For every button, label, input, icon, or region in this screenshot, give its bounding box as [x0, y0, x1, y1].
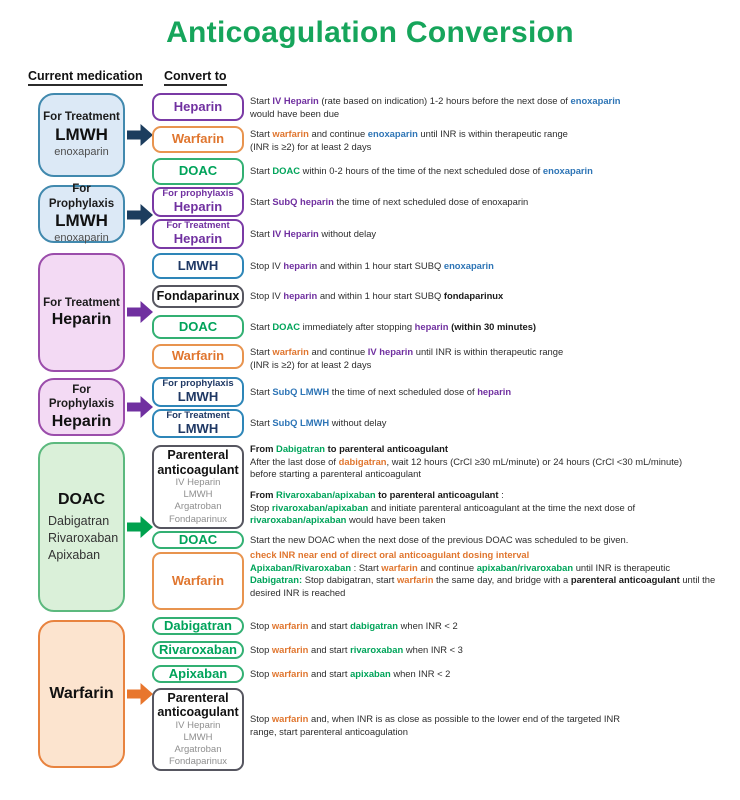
convert-box-label: DOAC — [178, 531, 218, 547]
convert-box-fondaparinux: Fondaparinux — [152, 285, 244, 308]
source-box-drug: enoxaparin — [54, 232, 109, 245]
convert-box-rivaroxaban: Rivaroxaban — [152, 641, 244, 659]
source-box-drug-list: Dabigatran Rivaroxaban Apixaban — [40, 513, 123, 564]
column-header-current-medication: Current medication — [28, 69, 143, 86]
convert-box-warfarin: Warfarin — [152, 552, 244, 610]
conversion-instruction: From Dabigatran to parenteral anticoagul… — [250, 443, 683, 526]
source-box-qualifier: For Prophylaxis — [48, 183, 115, 210]
convert-box-label: Warfarin — [171, 131, 225, 147]
convert-box-lmwh-treatment: For Treatment LMWH — [152, 409, 244, 438]
parenteral-drug: LMWH — [183, 731, 213, 743]
convert-box-label: LMWH — [177, 388, 219, 404]
source-box-qualifier: For Treatment — [43, 296, 120, 309]
parenteral-drug: Fondaparinux — [168, 756, 228, 768]
conversion-instruction: Start DOAC immediately after stopping he… — [250, 321, 537, 332]
conversion-instruction: Stop IV heparin and within 1 hour start … — [250, 260, 494, 271]
conversion-instruction: Start DOAC within 0-2 hours of the time … — [250, 165, 593, 176]
convert-box-warfarin: Warfarin — [152, 126, 244, 153]
convert-box-label: Rivaroxaban — [158, 641, 238, 657]
convert-box-warfarin: Warfarin — [152, 344, 244, 369]
convert-box-heparin-treatment: For Treatment Heparin — [152, 219, 244, 249]
parenteral-drug: Fondaparinux — [168, 513, 228, 525]
convert-box-label: Heparin — [173, 198, 223, 214]
conversion-instruction: Stop warfarin and start rivaroxaban when… — [250, 644, 463, 655]
source-box-qualifier: For Treatment — [43, 111, 120, 124]
arrow-right-icon — [127, 682, 153, 706]
conversion-instruction: Stop warfarin and, when INR is as close … — [250, 713, 621, 737]
source-box-warfarin: Warfarin — [38, 620, 125, 768]
arrow-right-icon — [127, 515, 153, 539]
convert-box-parenteral-anticoagulant: Parenteral anticoagulant IV Heparin LMWH… — [152, 688, 244, 771]
conversion-instruction: Start IV Heparin without delay — [250, 228, 377, 239]
convert-box-qualifier: For prophylaxis — [162, 378, 234, 390]
conversion-instruction: Stop warfarin and start apixaban when IN… — [250, 668, 451, 679]
convert-box-label: Warfarin — [171, 348, 225, 364]
convert-box-label: LMWH — [177, 257, 219, 273]
conversion-instruction: Stop IV heparin and within 1 hour start … — [250, 290, 504, 301]
source-box-heparin-treatment: For Treatment Heparin — [38, 253, 125, 372]
arrow-right-icon — [127, 203, 153, 227]
convert-box-label: Heparin — [173, 230, 223, 246]
convert-box-doac: DOAC — [152, 315, 244, 339]
convert-box-parenteral-anticoagulant: Parenteral anticoagulant IV Heparin LMWH… — [152, 445, 244, 529]
convert-box-label: Warfarin — [171, 572, 225, 588]
conversion-instruction: check INR near end of direct oral antico… — [250, 549, 716, 599]
page-title: Anticoagulation Conversion — [166, 16, 574, 49]
conversion-instruction: Start SubQ LMWH the time of next schedul… — [250, 386, 512, 397]
source-box-label: Warfarin — [49, 685, 114, 703]
conversion-instruction: Start SubQ heparin the time of next sche… — [250, 196, 529, 207]
source-box-drug: enoxaparin — [54, 146, 109, 159]
parenteral-drug: LMWH — [183, 489, 213, 501]
convert-box-qualifier: For Treatment — [166, 220, 230, 232]
drug-name: Dabigatran — [48, 514, 110, 529]
convert-box-label: LMWH — [177, 420, 219, 436]
source-box-lmwh-prophylaxis: For Prophylaxis LMWH enoxaparin — [38, 183, 125, 245]
conversion-instruction: Start warfarin and continue IV heparin u… — [250, 346, 564, 370]
convert-box-doac: DOAC — [152, 158, 244, 185]
convert-box-lmwh-prophylaxis: For prophylaxis LMWH — [152, 377, 244, 407]
convert-box-dabigatran: Dabigatran — [152, 617, 244, 635]
arrow-right-icon — [127, 123, 153, 147]
conversion-instruction: Start the new DOAC when the next dose of… — [250, 534, 629, 545]
source-box-label: LMWH — [55, 211, 108, 231]
convert-box-label: DOAC — [178, 163, 218, 179]
parenteral-drug: Argatroban — [174, 501, 222, 513]
convert-box-heparin-prophylaxis: For prophylaxis Heparin — [152, 187, 244, 217]
conversion-instruction: Start warfarin and continue enoxaparin u… — [250, 128, 568, 152]
convert-box-qualifier: For Treatment — [166, 409, 230, 421]
convert-box-label: Parenteral anticoagulant — [157, 448, 239, 477]
source-box-qualifier: For Prophylaxis — [48, 384, 115, 411]
conversion-instruction: Stop warfarin and start dabigatran when … — [250, 620, 458, 631]
drug-name: Rivaroxaban — [48, 531, 119, 546]
convert-box-doac: DOAC — [152, 531, 244, 549]
convert-box-qualifier: For prophylaxis — [162, 188, 234, 200]
source-box-heparin-prophylaxis: For Prophylaxis Heparin — [38, 378, 125, 436]
source-box-label: Heparin — [51, 412, 112, 430]
convert-box-label: Heparin — [173, 98, 223, 114]
convert-box-lmwh: LMWH — [152, 253, 244, 279]
parenteral-drug: IV Heparin — [175, 477, 221, 489]
source-box-label: DOAC — [57, 491, 106, 509]
drug-name: Apixaban — [48, 548, 101, 563]
parenteral-drug: Argatroban — [174, 743, 222, 755]
convert-box-apixaban: Apixaban — [152, 665, 244, 683]
convert-box-label: Apixaban — [168, 665, 228, 681]
source-box-doac: DOAC Dabigatran Rivaroxaban Apixaban — [38, 442, 125, 612]
convert-box-heparin: Heparin — [152, 93, 244, 121]
source-box-label: LMWH — [55, 124, 108, 144]
source-box-label: Heparin — [51, 311, 112, 329]
conversion-instruction: Start IV Heparin (rate based on indicati… — [250, 95, 621, 119]
parenteral-drug: IV Heparin — [175, 719, 221, 731]
source-box-lmwh-treatment: For Treatment LMWH enoxaparin — [38, 93, 125, 177]
convert-box-label: Parenteral anticoagulant — [157, 690, 239, 720]
column-header-convert-to: Convert to — [164, 69, 227, 86]
convert-box-label: Fondaparinux — [156, 289, 240, 304]
convert-box-label: Dabigatran — [164, 617, 232, 633]
arrow-right-icon — [127, 300, 153, 324]
arrow-right-icon — [127, 395, 153, 419]
conversion-instruction: Start SubQ LMWH without delay — [250, 417, 387, 428]
convert-box-label: DOAC — [178, 318, 218, 334]
